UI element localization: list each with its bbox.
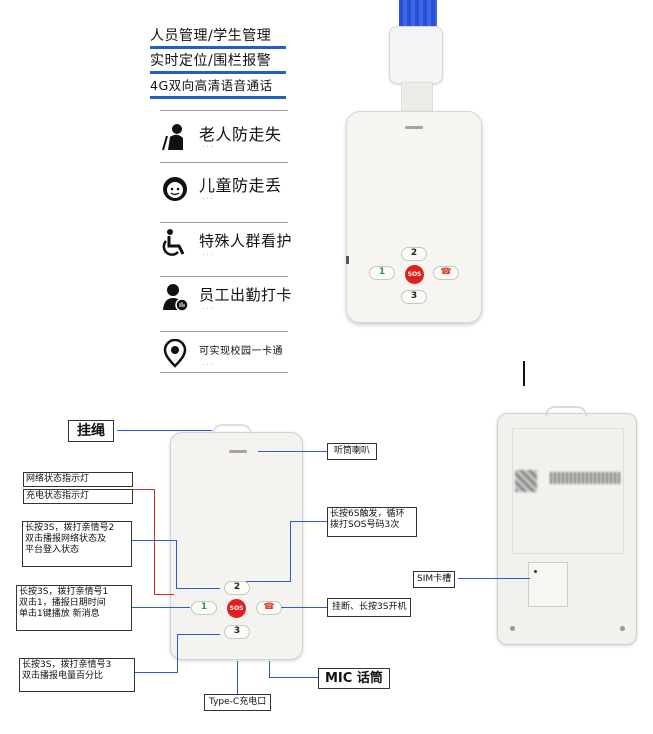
screw (620, 626, 625, 631)
leader-line (176, 540, 177, 588)
sim-dot (534, 570, 537, 573)
child-face-icon (160, 173, 190, 203)
typec-label: Type-C充电口 (204, 694, 272, 711)
key-3-button[interactable]: 3 (224, 625, 250, 639)
qr-code (515, 470, 537, 492)
mic-label: MIC 话筒 (318, 668, 390, 689)
sos-button[interactable]: SOS (405, 265, 424, 284)
lanyard-clip (389, 26, 443, 84)
earpiece-slot (229, 450, 247, 453)
lanyard-label: 挂绳 (68, 420, 114, 442)
feature-divider (160, 372, 288, 373)
leader-line (290, 521, 327, 522)
lanyard-loop (212, 424, 252, 434)
leader-line (117, 430, 212, 431)
feature-label: 员工出勤打卡 (199, 286, 293, 304)
sim-slot (528, 562, 568, 607)
leader-line (177, 634, 220, 635)
key-3-button[interactable]: 3 (401, 290, 427, 304)
leader-line (135, 672, 177, 673)
feature-divider (160, 162, 288, 163)
network-led-label: 网络状态指示灯 (23, 472, 133, 487)
charge-led-label: 充电状态指示灯 (23, 489, 133, 504)
feature-label: 儿童防走丢 (199, 176, 282, 195)
leader-line (269, 661, 270, 678)
barcode (550, 472, 620, 484)
earpiece-label: 听筒喇叭 (327, 443, 378, 460)
led-lead-line (154, 489, 155, 595)
leader-line (290, 521, 291, 581)
leader-line (132, 607, 190, 608)
hangup-label: 挂断、长按3S开机 (327, 598, 412, 617)
label-area (512, 428, 624, 554)
feature-label: 老人防走失 (199, 125, 282, 144)
key-1-call-button[interactable]: 1 (191, 601, 217, 615)
leader-line (176, 588, 220, 589)
headline-underline (150, 96, 286, 99)
leader-line (281, 607, 327, 608)
leader-line (246, 581, 291, 582)
headline-underline (150, 71, 286, 74)
side-led (346, 256, 349, 264)
feature-dots: ... (202, 248, 214, 258)
lanyard-strap (399, 0, 437, 30)
feature-divider (160, 222, 288, 223)
headline-2: 实时定位/围栏报警 (150, 53, 272, 69)
earpiece-slot (405, 126, 423, 129)
hangup-button[interactable]: ☎ (433, 266, 459, 280)
key-2-button[interactable]: 2 (224, 581, 250, 595)
headline-underline (150, 46, 286, 49)
device-front: 2 1 SOS ☎ 3 (346, 111, 482, 323)
device-front-diagram: 2 1 SOS ☎ 3 (170, 432, 303, 660)
feature-dots: ... (202, 192, 214, 202)
led-lead-line (133, 489, 155, 490)
feature-divider (160, 276, 288, 277)
led-lead-line (154, 594, 174, 595)
screw (510, 626, 515, 631)
device-back (497, 413, 637, 645)
wheelchair-icon (160, 228, 190, 258)
feature-divider (160, 331, 288, 332)
key-2-button[interactable]: 2 (401, 247, 427, 261)
divider-bar (523, 361, 525, 386)
location-pin-icon (160, 338, 190, 369)
sos-button[interactable]: SOS (227, 599, 246, 618)
lanyard-loop (545, 406, 587, 416)
clip-strap (401, 82, 433, 112)
key-1-call-button[interactable]: 1 (369, 266, 395, 280)
employee-icon (160, 282, 190, 312)
leader-line (258, 451, 327, 452)
sim-label: SIM卡槽 (413, 571, 456, 588)
leader-line (237, 661, 238, 694)
feature-label: 可实现校园一卡通 (199, 346, 283, 357)
leader-line (132, 540, 176, 541)
headline-1: 人员管理/学生管理 (150, 28, 272, 44)
feature-label: 特殊人群看护 (199, 232, 293, 250)
feature-divider (160, 110, 288, 111)
feature-dots: ... (202, 302, 214, 312)
leader-line (177, 634, 178, 673)
feature-dots: ... (202, 358, 214, 368)
elderly-icon (160, 122, 190, 152)
sos-label: 长按6S触发，循环拨打SOS号码3次 (327, 507, 417, 537)
leader-line (458, 578, 530, 579)
headline-3: 4G双向高清语音通话 (150, 78, 273, 93)
feature-dots: ... (202, 140, 214, 150)
leader-line (269, 677, 318, 678)
hangup-button[interactable]: ☎ (256, 601, 282, 615)
